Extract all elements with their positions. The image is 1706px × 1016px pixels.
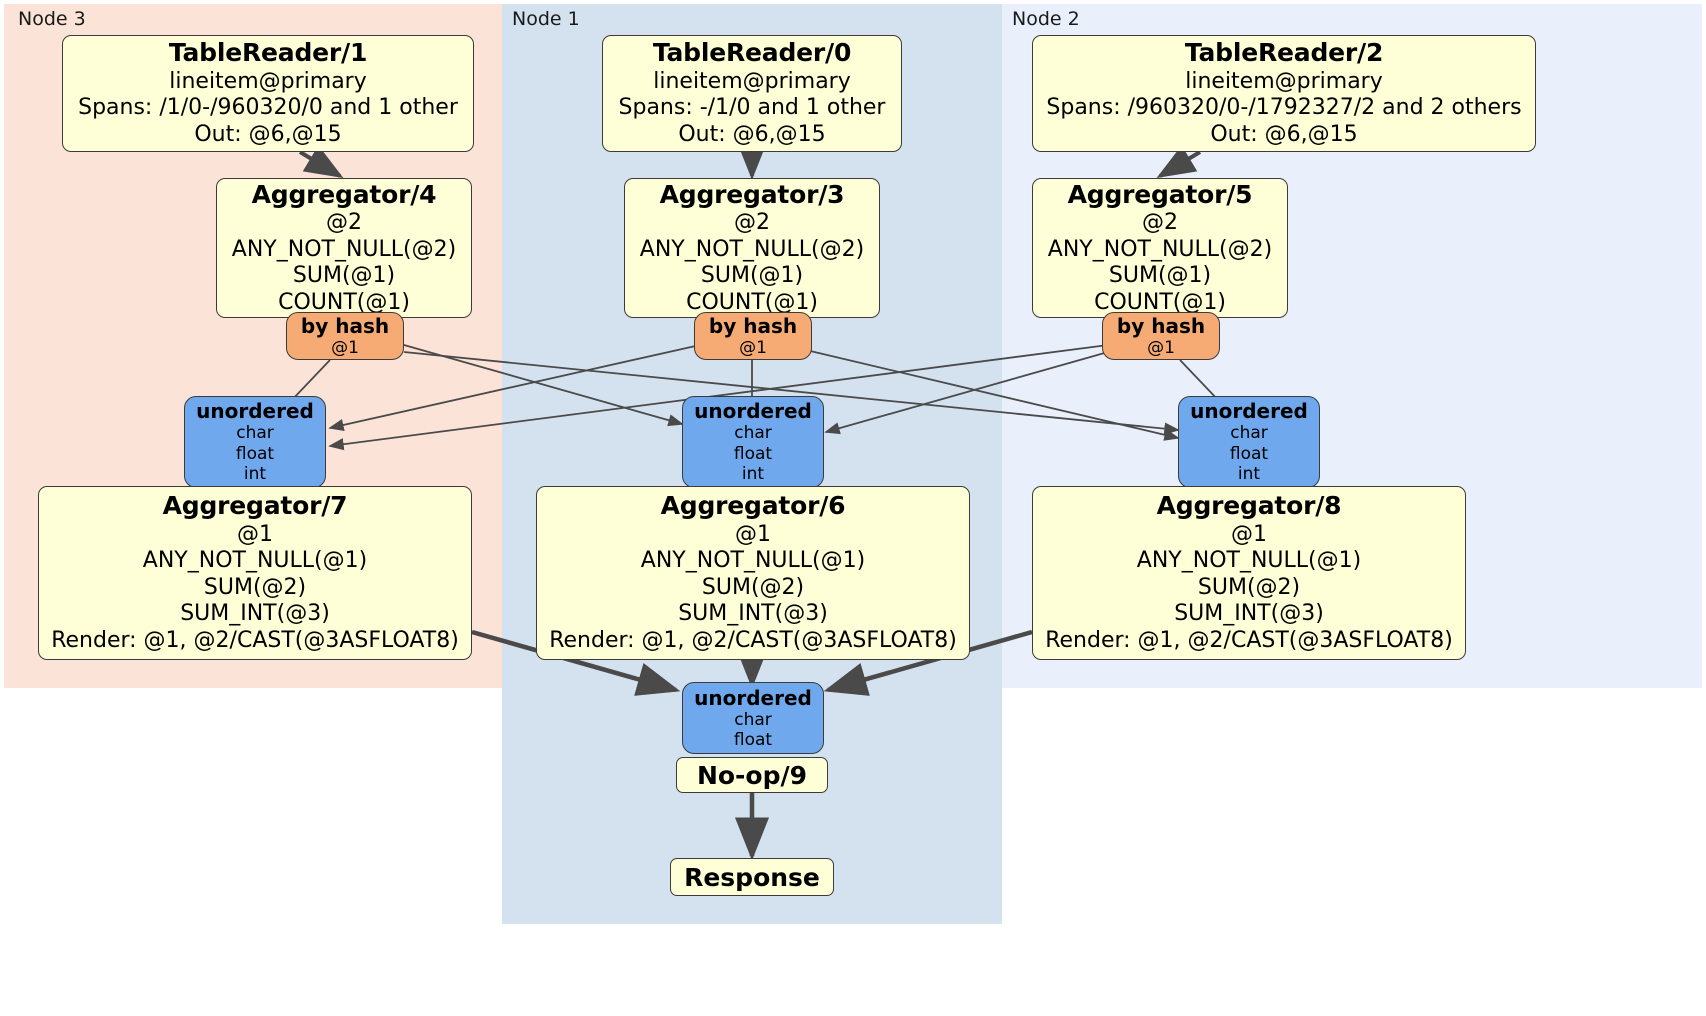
processor-title: No-op/9 [696, 760, 808, 790]
processor-line: Spans: /960320/0-/1792327/2 and 2 others [1046, 95, 1522, 121]
processor-aggregator-3[interactable]: Aggregator/3 @2 ANY_NOT_NULL(@2) SUM(@1)… [624, 178, 880, 318]
processor-line: @2 [1142, 209, 1178, 235]
processor-aggregator-5[interactable]: Aggregator/5 @2 ANY_NOT_NULL(@2) SUM(@1)… [1032, 178, 1288, 318]
processor-line: ANY_NOT_NULL(@1) [640, 548, 866, 574]
router-title: by hash [1116, 313, 1206, 338]
router-line: @1 [739, 337, 767, 358]
processor-line: @1 [237, 521, 273, 547]
processor-line: COUNT(@1) [278, 289, 410, 315]
processor-line: ANY_NOT_NULL(@2) [231, 236, 457, 262]
router-unordered-center[interactable]: unordered char float int [682, 396, 824, 488]
processor-line: @1 [735, 521, 771, 547]
router-title: by hash [708, 313, 798, 338]
router-unordered-left[interactable]: unordered char float int [184, 396, 326, 488]
router-line: char [1230, 423, 1268, 444]
processor-line: SUM_INT(@3) [1174, 601, 1324, 627]
processor-title: Response [684, 862, 820, 892]
processor-line: Out: @6,@15 [678, 121, 826, 147]
processor-aggregator-6[interactable]: Aggregator/6 @1 ANY_NOT_NULL(@1) SUM(@2)… [536, 486, 970, 660]
processor-line: SUM(@2) [701, 574, 805, 600]
processor-title: TableReader/0 [652, 38, 852, 68]
processor-title: Aggregator/7 [162, 491, 348, 521]
processor-title: Aggregator/4 [251, 179, 437, 209]
router-title: by hash [300, 313, 390, 338]
router-line: int [1237, 464, 1261, 485]
processor-line: Spans: -/1/0 and 1 other [618, 95, 886, 121]
processor-title: Aggregator/5 [1067, 179, 1253, 209]
router-unordered-right[interactable]: unordered char float int [1178, 396, 1320, 488]
processor-line: COUNT(@1) [1094, 289, 1226, 315]
processor-line: SUM_INT(@3) [180, 601, 330, 627]
processor-noop-9[interactable]: No-op/9 [676, 757, 828, 793]
processor-line: Render: @1, @2/CAST(@3ASFLOAT8) [51, 628, 459, 654]
processor-aggregator-4[interactable]: Aggregator/4 @2 ANY_NOT_NULL(@2) SUM(@1)… [216, 178, 472, 318]
node-panel-label-node2: Node 2 [1012, 8, 1080, 30]
processor-tablereader-1[interactable]: TableReader/1 lineitem@primary Spans: /1… [62, 35, 474, 152]
processor-line: lineitem@primary [1185, 68, 1383, 94]
processor-title: TableReader/2 [1184, 38, 1384, 68]
router-line: @1 [1147, 337, 1175, 358]
processor-line: Render: @1, @2/CAST(@3ASFLOAT8) [1045, 628, 1453, 654]
processor-tablereader-0[interactable]: TableReader/0 lineitem@primary Spans: -/… [602, 35, 902, 152]
processor-line: Render: @1, @2/CAST(@3ASFLOAT8) [549, 628, 957, 654]
router-line: int [243, 464, 267, 485]
processor-line: SUM(@1) [1108, 263, 1212, 289]
processor-line: SUM(@2) [203, 574, 307, 600]
processor-title: Aggregator/8 [1156, 491, 1342, 521]
router-line: float [1229, 443, 1269, 464]
node-panel-label-node1: Node 1 [512, 8, 580, 30]
processor-title: TableReader/1 [168, 38, 368, 68]
processor-line: SUM(@2) [1197, 574, 1301, 600]
router-line: float [235, 443, 275, 464]
processor-line: Out: @6,@15 [194, 121, 342, 147]
processor-response[interactable]: Response [670, 858, 834, 896]
processor-line: @2 [734, 209, 770, 235]
router-by-hash-right[interactable]: by hash @1 [1102, 312, 1220, 360]
processor-line: ANY_NOT_NULL(@2) [1047, 236, 1273, 262]
router-line: char [734, 423, 772, 444]
processor-line: Spans: /1/0-/960320/0 and 1 other [78, 95, 458, 121]
router-title: unordered [196, 399, 314, 424]
processor-line: ANY_NOT_NULL(@2) [639, 236, 865, 262]
processor-line: lineitem@primary [169, 68, 367, 94]
processor-aggregator-8[interactable]: Aggregator/8 @1 ANY_NOT_NULL(@1) SUM(@2)… [1032, 486, 1466, 660]
router-by-hash-center[interactable]: by hash @1 [694, 312, 812, 360]
processor-title: Aggregator/6 [660, 491, 846, 521]
router-line: float [733, 443, 773, 464]
processor-tablereader-2[interactable]: TableReader/2 lineitem@primary Spans: /9… [1032, 35, 1536, 152]
node-panel-label-node3: Node 3 [18, 8, 86, 30]
router-title: unordered [694, 399, 812, 424]
router-title: unordered [1190, 399, 1308, 424]
router-line: int [741, 464, 765, 485]
router-line: float [733, 730, 773, 750]
processor-line: ANY_NOT_NULL(@1) [142, 548, 368, 574]
router-line: @1 [331, 337, 359, 358]
router-line: char [236, 423, 274, 444]
router-unordered-final[interactable]: unordered char float [682, 682, 824, 754]
router-by-hash-left[interactable]: by hash @1 [286, 312, 404, 360]
processor-line: COUNT(@1) [686, 289, 818, 315]
processor-line: @1 [1231, 521, 1267, 547]
processor-line: SUM(@1) [292, 263, 396, 289]
processor-line: lineitem@primary [653, 68, 851, 94]
processor-line: @2 [326, 209, 362, 235]
processor-line: SUM(@1) [700, 263, 804, 289]
processor-line: ANY_NOT_NULL(@1) [1136, 548, 1362, 574]
processor-line: SUM_INT(@3) [678, 601, 828, 627]
processor-aggregator-7[interactable]: Aggregator/7 @1 ANY_NOT_NULL(@1) SUM(@2)… [38, 486, 472, 660]
processor-title: Aggregator/3 [659, 179, 845, 209]
router-line: char [734, 709, 772, 730]
router-title: unordered [694, 685, 812, 710]
processor-line: Out: @6,@15 [1210, 121, 1358, 147]
